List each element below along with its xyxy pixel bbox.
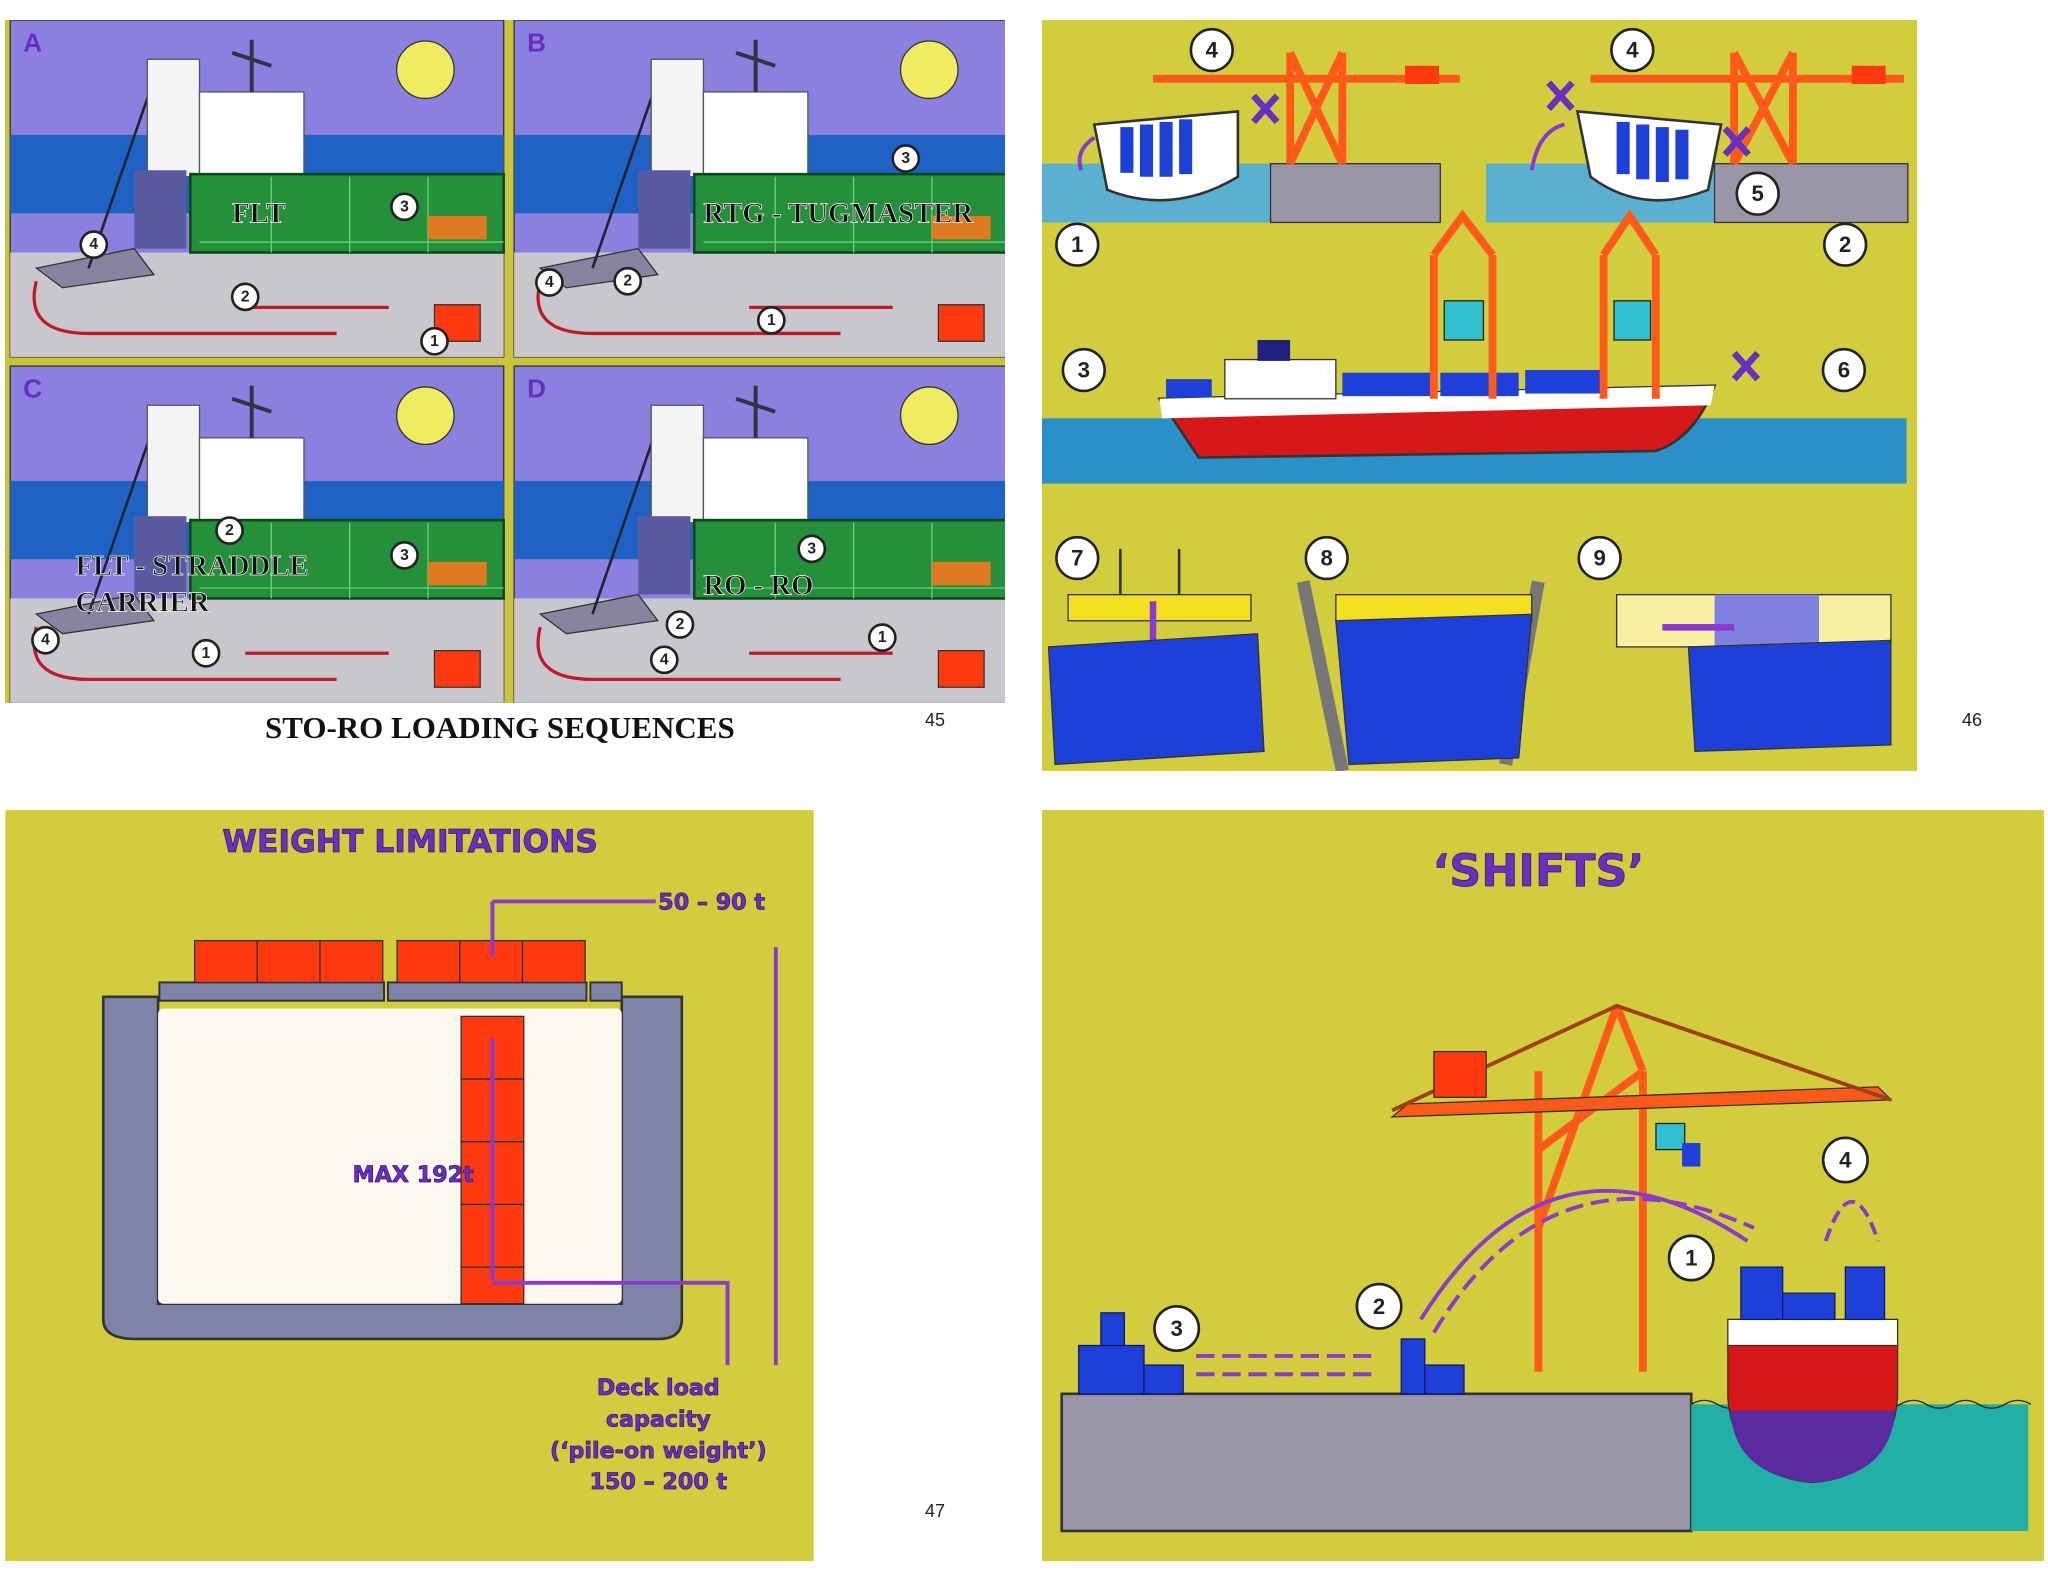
page-number: 46 (1962, 710, 1983, 730)
hatch-scenes (1047, 548, 1892, 771)
step-number-7: 7 (1055, 535, 1100, 581)
step-number: 3 (390, 192, 419, 222)
loading-panel-d: D RO - RO 1 2 3 4 (513, 365, 1005, 703)
cross-mark-icon (1546, 80, 1575, 112)
svg-text:2: 2 (623, 273, 632, 290)
panel-letter: A (23, 27, 42, 57)
svg-text:4: 4 (545, 274, 554, 291)
svg-text:1: 1 (767, 312, 776, 329)
slide-title: ‘SHIFTS’ (1432, 846, 1644, 897)
step-number-3: 3 (1061, 347, 1106, 393)
svg-text:3: 3 (400, 198, 409, 215)
top-load-label: 50 – 90 t (658, 889, 765, 915)
shift-number-4: 4 (1821, 1136, 1869, 1184)
slide-caption: STO-RO LOADING SEQUENCES (265, 710, 735, 745)
ship-loading-operations-slide: 1 2 3 4 4 5 6 7 8 9 (1042, 20, 1917, 771)
step-number: 2 (230, 282, 260, 312)
step-number: 1 (191, 638, 221, 668)
loading-panel-c: C FLT - STRADDLE CARRIER 1 2 3 4 (9, 365, 506, 703)
svg-text:3: 3 (901, 150, 910, 167)
slide-title: WEIGHT LIMITATIONS (222, 824, 597, 860)
svg-text:3: 3 (807, 540, 816, 557)
svg-text:2: 2 (241, 288, 250, 305)
step-number: 2 (665, 610, 695, 639)
step-number-1: 1 (1055, 222, 1100, 267)
step-number-2: 2 (1822, 222, 1868, 267)
svg-text:Deck load: Deck load (597, 1375, 720, 1401)
step-number-6: 6 (1821, 347, 1867, 393)
deck-load-capacity-label: Deck load capacity (‘pile-on weight’) 15… (550, 1375, 767, 1496)
panel-label: RO - RO (703, 570, 813, 602)
loading-panel-b: B RTG - TUGMASTER 1 2 3 4 (513, 20, 1005, 358)
step-number: 1 (420, 326, 449, 356)
cross-mark-icon (1731, 350, 1761, 382)
step-number: 3 (390, 541, 419, 570)
svg-text:2: 2 (676, 616, 685, 633)
shift-number-1: 1 (1667, 1234, 1715, 1282)
step-number: 1 (756, 306, 786, 335)
deck-containers (193, 939, 586, 984)
step-number: 1 (867, 623, 897, 652)
crane-scene-1 (1042, 51, 1460, 224)
svg-text:1: 1 (1071, 232, 1083, 257)
panel-label: FLT - STRADDLE (75, 550, 308, 582)
svg-text:2: 2 (1839, 232, 1851, 257)
svg-text:3: 3 (1078, 358, 1090, 383)
step-number-4b: 4 (1610, 27, 1655, 73)
svg-text:4: 4 (660, 651, 669, 668)
svg-text:capacity: capacity (606, 1406, 711, 1432)
stack-max-label: MAX 192t (353, 1162, 474, 1188)
svg-text:(‘pile-on weight’): (‘pile-on weight’) (550, 1438, 767, 1464)
step-number-8: 8 (1304, 535, 1349, 581)
svg-text:2: 2 (225, 522, 234, 539)
svg-text:4: 4 (89, 236, 98, 253)
panel-label: RTG - TUGMASTER (703, 197, 973, 229)
svg-text:8: 8 (1321, 546, 1333, 571)
panel-letter: B (527, 27, 546, 57)
svg-text:150 – 200 t: 150 – 200 t (590, 1469, 728, 1495)
svg-text:3: 3 (1170, 1316, 1182, 1341)
step-number: 4 (79, 230, 109, 260)
svg-text:1: 1 (878, 629, 887, 646)
svg-text:5: 5 (1751, 181, 1763, 206)
svg-text:4: 4 (41, 632, 50, 649)
step-number: 4 (31, 625, 60, 655)
panel-label: FLT (232, 197, 285, 229)
step-number-9: 9 (1577, 535, 1622, 581)
step-number: 2 (613, 266, 643, 296)
svg-text:3: 3 (400, 547, 409, 564)
svg-text:4: 4 (1626, 38, 1639, 63)
shift-number-3: 3 (1153, 1305, 1201, 1353)
step-number: 4 (535, 268, 564, 297)
svg-text:1: 1 (1685, 1245, 1697, 1270)
cross-mark-icon (1251, 93, 1280, 125)
weight-limitations-slide: WEIGHT LIMITATIONS 50 – 90 t MAX 192t De… (5, 810, 814, 1561)
step-number: 2 (215, 516, 244, 545)
step-number: 4 (649, 645, 679, 675)
step-number-4a: 4 (1189, 27, 1234, 73)
sto-ro-loading-sequences-slide: A FLT 1 2 3 4 B RTG - TUGMASTER 1 2 3 4 (5, 20, 1005, 703)
svg-text:7: 7 (1071, 546, 1083, 571)
shifts-slide: ‘SHIFTS’ 1 2 3 4 (1042, 810, 2044, 1561)
step-number: 3 (891, 144, 921, 173)
shift-number-2: 2 (1355, 1282, 1403, 1330)
cross-mark-icon (1722, 126, 1751, 157)
panel-letter: D (527, 373, 546, 403)
step-number-5: 5 (1735, 171, 1780, 216)
page-number: 47 (925, 1501, 946, 1521)
page-number: 45 (925, 710, 946, 730)
svg-text:4: 4 (1839, 1148, 1852, 1173)
hatch-covers (158, 981, 623, 1002)
panel-letter: C (23, 373, 42, 403)
svg-text:2: 2 (1373, 1294, 1385, 1319)
ship-scene (1042, 208, 1907, 484)
panel-label-line2: CARRIER (75, 587, 209, 619)
loading-panel-a: A FLT 1 2 3 4 (9, 20, 506, 358)
svg-text:4: 4 (1206, 38, 1219, 63)
svg-text:1: 1 (430, 333, 439, 350)
svg-text:6: 6 (1838, 358, 1850, 383)
svg-text:1: 1 (202, 645, 211, 662)
step-number: 3 (797, 534, 827, 564)
svg-text:9: 9 (1593, 546, 1605, 571)
